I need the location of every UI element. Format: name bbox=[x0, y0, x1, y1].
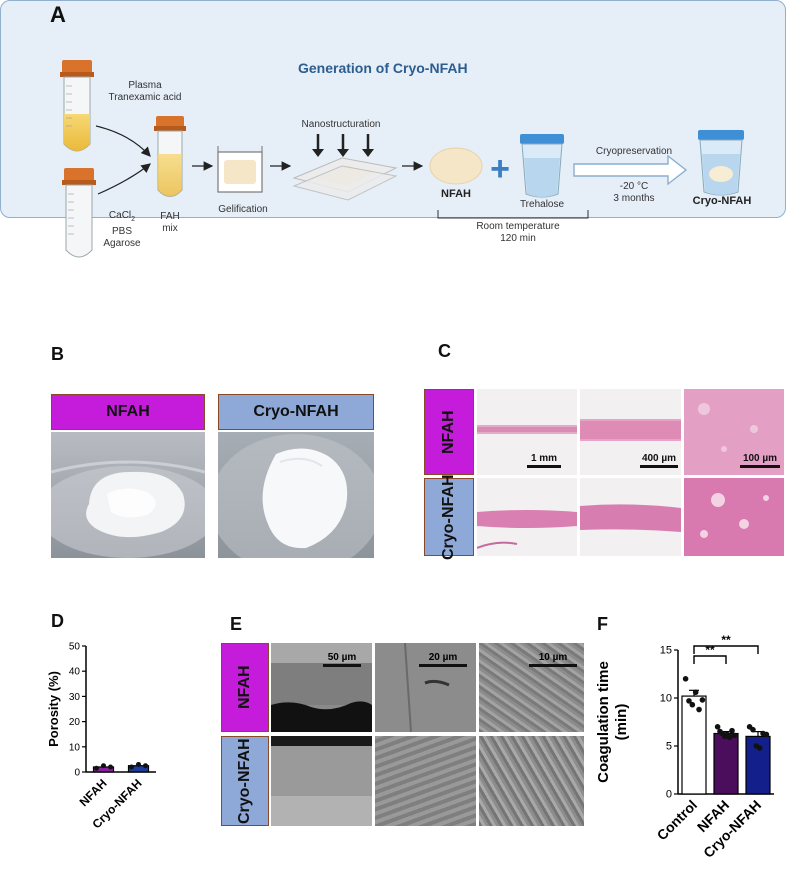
trehalose-container-icon bbox=[520, 134, 564, 198]
panel-e-nfah-tag: NFAH bbox=[221, 643, 269, 732]
cryopreservation-arrow bbox=[573, 154, 688, 186]
histology-cryo-low bbox=[477, 478, 577, 556]
panel-b-cryo-tag: Cryo-NFAH bbox=[218, 394, 374, 430]
data-point bbox=[689, 701, 696, 708]
y-axis-label: (min) bbox=[613, 704, 630, 741]
plasma-tube-icon bbox=[60, 60, 94, 152]
significance-label: ** bbox=[721, 633, 731, 647]
panel-c-cryo-tag: Cryo-NFAH bbox=[424, 474, 474, 560]
cryopreservation-label: Cryopreservation bbox=[595, 146, 673, 157]
histology-cryo-high bbox=[684, 478, 784, 556]
panel-letter-b: B bbox=[51, 344, 64, 364]
cryo-nfah-label: Cryo-NFAH bbox=[692, 195, 752, 207]
y-axis-label: Porosity (%) bbox=[46, 671, 61, 747]
cryo-nfah-photo bbox=[218, 432, 374, 558]
histology-nfah-mid: 400 µm bbox=[580, 389, 681, 475]
room-temperature-label: Room temperature 120 min bbox=[476, 221, 560, 244]
panel-letter-a: A bbox=[50, 2, 66, 27]
reagents-label: CaCl2 PBS Agarose bbox=[103, 210, 141, 249]
category-label: Control bbox=[654, 797, 701, 844]
nfah-photo bbox=[51, 432, 205, 558]
data-point bbox=[101, 763, 106, 769]
y-tick-label: 40 bbox=[69, 667, 81, 678]
data-point bbox=[699, 697, 706, 703]
panel-letter-d: D bbox=[51, 611, 64, 631]
plus-sign: + bbox=[490, 150, 510, 188]
data-point bbox=[94, 765, 99, 771]
storage-conditions-label: -20 °C 3 months bbox=[613, 181, 655, 204]
y-tick-label: 0 bbox=[666, 789, 672, 801]
fah-mix-tube-icon bbox=[154, 116, 186, 197]
significance-label: ** bbox=[705, 643, 715, 657]
nanostructuration-press-icon bbox=[292, 134, 398, 201]
data-point bbox=[729, 727, 735, 734]
scale-label-20um: 20 µm bbox=[428, 652, 458, 663]
histology-cryo-mid bbox=[580, 478, 681, 556]
y-tick-label: 50 bbox=[69, 642, 81, 653]
panel-c-nfah-tag: NFAH bbox=[424, 389, 474, 475]
y-tick-label: 30 bbox=[69, 692, 81, 703]
panel-letter-c: C bbox=[438, 341, 451, 361]
y-tick-label: 10 bbox=[69, 742, 81, 753]
data-point bbox=[686, 698, 692, 704]
data-point bbox=[731, 732, 738, 739]
significance-bracket bbox=[693, 645, 759, 654]
nanostructuration-label: Nanostructuration bbox=[301, 119, 381, 130]
y-tick-label: 15 bbox=[660, 645, 672, 657]
scale-label-10um: 10 µm bbox=[538, 652, 568, 663]
y-tick-label: 10 bbox=[660, 693, 672, 705]
scale-label-400um: 400 µm bbox=[641, 453, 677, 464]
sem-nfah-high: 10 µm bbox=[479, 643, 584, 732]
data-point bbox=[714, 724, 721, 730]
sem-cryo-mid bbox=[375, 736, 476, 826]
plasma-label: Plasma Tranexamic acid bbox=[108, 80, 182, 103]
bar bbox=[681, 695, 707, 795]
sem-nfah-low: 50 µm bbox=[271, 643, 372, 732]
data-point bbox=[750, 726, 756, 733]
sem-cryo-high bbox=[479, 736, 584, 826]
reagent-tube-icon bbox=[62, 168, 96, 258]
panel-b-nfah-tag: NFAH bbox=[51, 394, 205, 430]
scale-label-50um: 50 µm bbox=[327, 652, 357, 663]
significance-bracket bbox=[693, 655, 727, 664]
y-tick-label: 20 bbox=[69, 717, 81, 728]
workflow-title: Generation of Cryo-NFAH bbox=[298, 60, 468, 76]
nfah-disk-icon bbox=[429, 147, 483, 185]
fah-mix-label: FAH mix bbox=[160, 211, 180, 234]
data-point bbox=[682, 676, 689, 682]
cryo-container-icon bbox=[698, 130, 744, 196]
data-point bbox=[692, 689, 699, 696]
y-tick-label: 5 bbox=[666, 741, 672, 753]
histology-nfah-low: 1 mm bbox=[477, 389, 577, 475]
trehalose-label: Trehalose bbox=[519, 199, 565, 210]
nfah-label: NFAH bbox=[441, 188, 471, 200]
data-point bbox=[756, 745, 763, 751]
panel-e-cryo-tag: Cryo-NFAH bbox=[221, 736, 269, 826]
data-point bbox=[129, 764, 134, 770]
data-point bbox=[143, 763, 148, 769]
data-point bbox=[726, 734, 733, 741]
y-tick-label: 0 bbox=[74, 768, 80, 779]
data-point bbox=[696, 706, 702, 713]
y-axis-label: Coagulation time bbox=[595, 661, 612, 783]
gelification-well-icon bbox=[217, 146, 263, 193]
sem-cryo-low bbox=[271, 736, 372, 826]
bar bbox=[713, 732, 739, 795]
scale-label-1mm: 1 mm bbox=[530, 453, 558, 464]
data-point bbox=[108, 764, 113, 770]
histology-nfah-high: 100 µm bbox=[684, 389, 784, 475]
gelification-label: Gelification bbox=[218, 204, 268, 215]
sem-nfah-mid: 20 µm bbox=[375, 643, 476, 732]
panel-a-workflow bbox=[0, 0, 786, 218]
panel-letter-e: E bbox=[230, 614, 243, 634]
workflow-diagram bbox=[60, 60, 744, 258]
data-point bbox=[763, 731, 770, 738]
scale-label-100um: 100 µm bbox=[742, 453, 778, 464]
data-point bbox=[136, 761, 141, 767]
panel-letter-f: F bbox=[597, 614, 608, 634]
category-label: NFAH bbox=[77, 776, 110, 809]
